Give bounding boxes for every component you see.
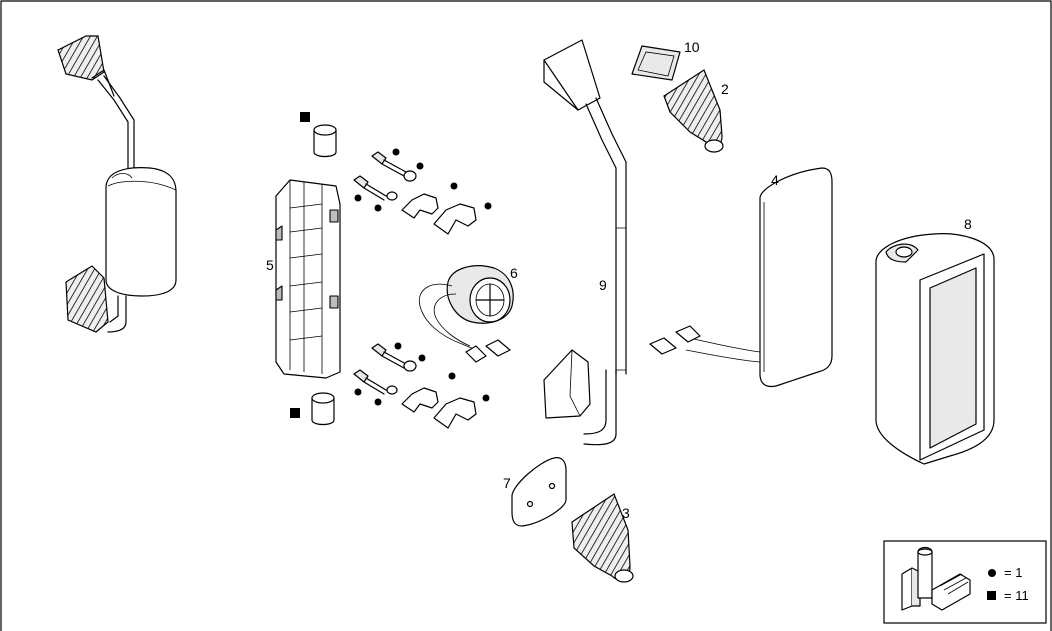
bracket-plate-10 (631, 45, 681, 81)
callout-6: 6 (510, 265, 518, 281)
arm-tube-9 (543, 39, 627, 446)
mirror-arm-housing (105, 167, 177, 297)
adjuster-motor-6 (418, 265, 514, 363)
callout-2: 2 (721, 81, 729, 97)
callout-3: 3 (622, 505, 630, 521)
spacer-top (313, 124, 337, 158)
spacer-bottom (311, 392, 335, 426)
legend-box: = 1 = 11 (883, 540, 1047, 624)
callout-labels: 10 2 4 8 5 6 9 7 3 (266, 39, 972, 521)
callout-10: 10 (684, 39, 700, 55)
plate-7 (511, 457, 567, 527)
legend-circle-text: = 1 (1004, 565, 1022, 580)
callout-4: 4 (771, 172, 779, 188)
circle-markers (354, 148, 492, 406)
callout-7: 7 (503, 475, 511, 491)
callout-5: 5 (266, 257, 274, 273)
hardware-bottom (353, 343, 477, 429)
mirror-glass-4 (649, 167, 833, 388)
rubber-boot-2 (663, 69, 723, 148)
mirror-bracket-5 (275, 179, 341, 379)
legend-square-text: = 11 (1004, 588, 1029, 603)
assembled-mirror-arm (57, 35, 177, 333)
legend-circle-icon (988, 569, 996, 577)
legend-hardware-illustration (901, 546, 971, 611)
legend-square-icon (987, 591, 996, 600)
callout-8: 8 (964, 216, 972, 232)
square-marker-icon (300, 112, 310, 122)
mirror-housing-8 (875, 233, 995, 465)
square-marker-icon (290, 408, 300, 418)
hardware-top (353, 151, 477, 235)
callout-9: 9 (599, 277, 607, 293)
